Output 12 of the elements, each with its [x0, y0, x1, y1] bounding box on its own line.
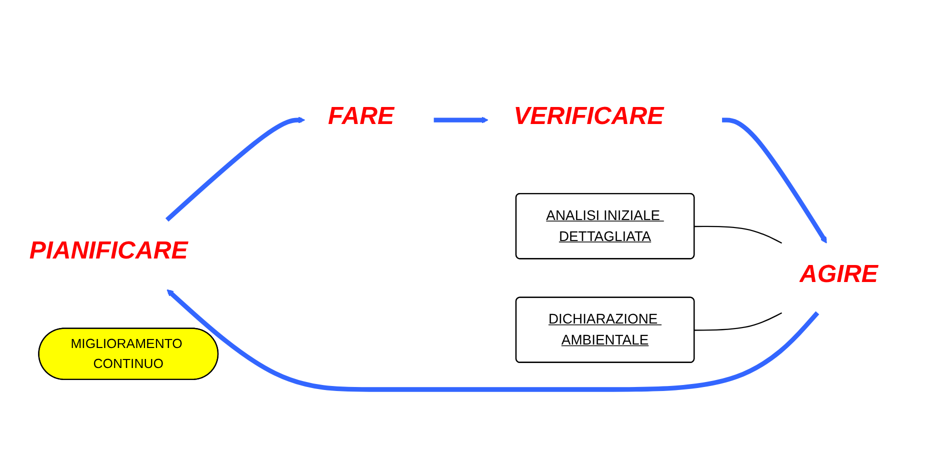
center-ellipse: MIGLIORAMENTO CONTINUO: [38, 328, 219, 380]
stage-label: FARE: [328, 102, 394, 130]
connector: [694, 312, 782, 331]
speech-bubble: ANALISI INIZIALE DETTAGLIATA: [515, 193, 695, 260]
stage-label: PIANIFICARE: [29, 236, 188, 264]
stage-label: VERIFICARE: [514, 102, 664, 130]
arrow: [722, 118, 827, 244]
arrow: [166, 289, 820, 392]
speech-bubble: DICHIARAZIONE AMBIENTALE: [515, 296, 695, 364]
connector: [694, 226, 782, 244]
arrow: [165, 116, 306, 222]
arrow: [434, 116, 488, 124]
